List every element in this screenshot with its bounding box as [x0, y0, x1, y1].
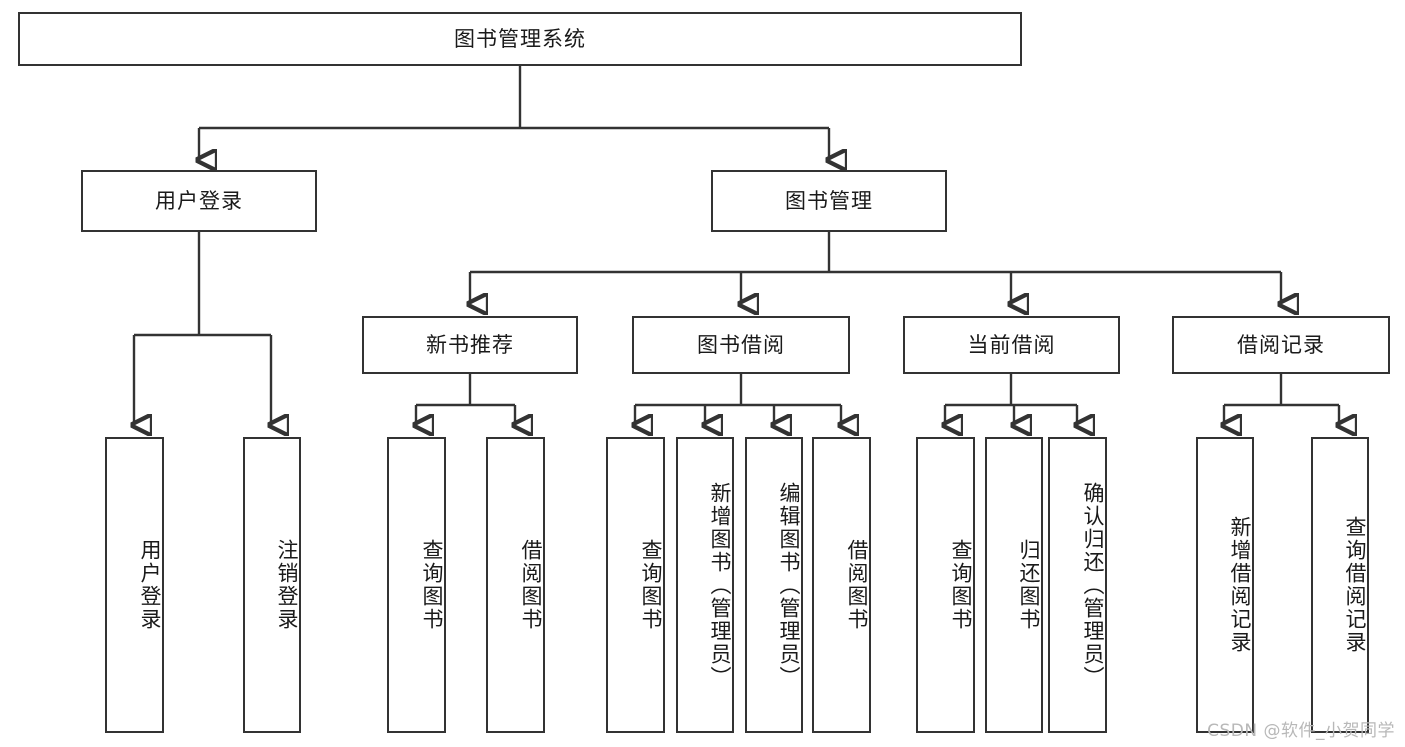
node-label: 当前借阅 [967, 332, 1056, 357]
leaf-current-borrow-return-book[interactable]: 归还图书 [985, 437, 1043, 733]
node-label: 归还图书 [1017, 539, 1041, 631]
leaf-book-borrow-query-book[interactable]: 查询图书 [606, 437, 665, 733]
leaf-borrow-record-add-record[interactable]: 新增借阅记录 [1196, 437, 1254, 733]
leaf-book-borrow-edit-book-admin[interactable]: 编辑图书（管理员） [745, 437, 803, 733]
leaf-book-borrow-add-book-admin[interactable]: 新增图书（管理员） [676, 437, 734, 733]
leaf-new-book-query-book[interactable]: 查询图书 [387, 437, 446, 733]
node-borrow-record[interactable]: 借阅记录 [1172, 316, 1390, 374]
node-label: 查询图书 [949, 539, 973, 631]
node-label: 新书推荐 [426, 332, 514, 357]
node-label: 用户登录 [155, 188, 243, 213]
leaf-book-borrow-borrow-book[interactable]: 借阅图书 [812, 437, 871, 733]
node-label: 用户登录 [138, 539, 162, 631]
node-label: 确认归还（管理员） [1081, 481, 1105, 689]
node-label: 查询图书 [420, 539, 444, 631]
node-label: 图书管理 [785, 188, 873, 213]
watermark: CSDN @软件_小贺同学 [1207, 721, 1395, 741]
leaf-borrow-record-query-record[interactable]: 查询借阅记录 [1311, 437, 1369, 733]
node-label: 借阅图书 [519, 539, 543, 631]
node-label: 编辑图书（管理员） [777, 481, 801, 689]
node-label: 新增图书（管理员） [708, 481, 732, 689]
node-label: 注销登录 [275, 539, 299, 631]
node-label: 查询图书 [639, 539, 663, 631]
leaf-new-book-borrow-book[interactable]: 借阅图书 [486, 437, 545, 733]
leaf-user-login-login[interactable]: 用户登录 [105, 437, 164, 733]
node-new-book-recommend[interactable]: 新书推荐 [362, 316, 578, 374]
node-label: 图书管理系统 [454, 26, 586, 51]
node-label: 新增借阅记录 [1228, 516, 1252, 654]
leaf-current-borrow-query-book[interactable]: 查询图书 [916, 437, 975, 733]
node-label: 图书借阅 [697, 332, 785, 357]
node-current-borrow[interactable]: 当前借阅 [903, 316, 1120, 374]
node-user-login[interactable]: 用户登录 [81, 170, 317, 232]
leaf-current-borrow-confirm-return-admin[interactable]: 确认归还（管理员） [1048, 437, 1107, 733]
node-label: 借阅记录 [1237, 332, 1325, 357]
leaf-user-login-logout[interactable]: 注销登录 [243, 437, 301, 733]
node-label: 查询借阅记录 [1343, 516, 1367, 654]
node-label: 借阅图书 [845, 539, 869, 631]
node-root-book-management-system[interactable]: 图书管理系统 [18, 12, 1022, 66]
node-book-management[interactable]: 图书管理 [711, 170, 947, 232]
node-book-borrow[interactable]: 图书借阅 [632, 316, 850, 374]
